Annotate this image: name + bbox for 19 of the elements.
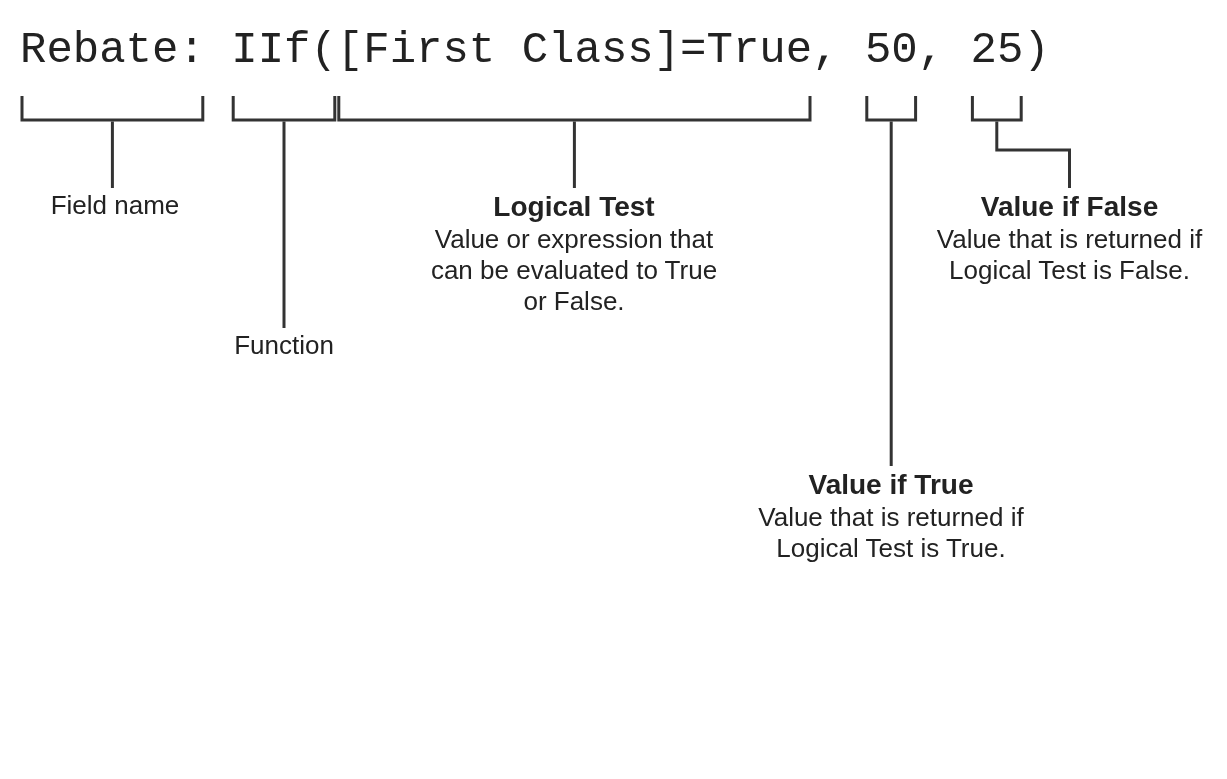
annotation-heading: Value if False [979,190,1160,224]
bracket [970,96,1023,122]
annotation-label: Field name [49,190,181,221]
bracket [231,96,337,122]
leader-line [110,121,114,188]
annotation-text: Value that is returned if Logical Test is False. [935,224,1204,286]
leader-line [889,121,893,466]
formula-text: Rebate: IIf([First Class]=True, 50, 25) [20,24,1050,77]
bracket [337,96,812,122]
leader-line [995,121,1071,188]
annotation-text: Value or expression that can be evaluated to True or False. [429,224,719,317]
annotation-label: Function [233,330,335,361]
annotation-heading: Logical Test [492,190,656,224]
leader-line [282,121,286,328]
annotation-heading: Value if True [807,468,975,502]
leader-line [572,121,576,188]
bracket [20,96,205,122]
annotation-text: Value that is returned if Logical Test is True. [757,502,1025,564]
bracket [865,96,918,122]
